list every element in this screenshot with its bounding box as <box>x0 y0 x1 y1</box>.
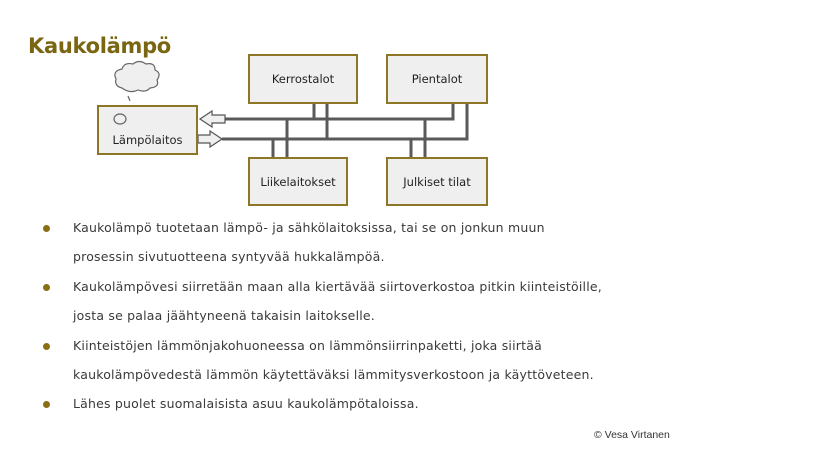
slide-title: Kaukolämpö <box>28 34 171 58</box>
consumer-box-kerrostalot: Kerrostalot <box>248 54 358 104</box>
bullet-text: Lähes puolet suomalaisista asuu kaukoläm… <box>73 396 419 411</box>
arrow-right-icon <box>197 129 224 149</box>
supply-pipe <box>222 103 469 141</box>
bullet-icon <box>43 401 50 408</box>
consumer-label: Kerrostalot <box>271 72 335 86</box>
bullet-text: Kaukolämpövesi siirretään maan alla kier… <box>73 279 602 294</box>
consumer-label: Liikelaitokset <box>260 174 336 189</box>
consumer-label: Julkiset tilat <box>403 174 471 189</box>
consumer-box-liikelaitokset: Liikelaitokset <box>248 157 348 206</box>
bullet-text: Kiinteistöjen lämmönjakohuoneessa on läm… <box>73 338 542 353</box>
consumer-box-pientalot: Pientalot <box>386 54 488 104</box>
plant-label: Lämpölaitos <box>112 133 183 147</box>
bullet-icon <box>43 343 50 350</box>
bullet-icon <box>43 284 50 291</box>
arrow-left-icon <box>198 109 226 129</box>
bullet-text: josta se palaa jäähtyneenä takaisin lait… <box>73 308 375 323</box>
cloud-icon <box>114 60 160 93</box>
chimney-icon <box>113 113 127 125</box>
pipes <box>222 103 469 157</box>
bullet-text: prosessin sivutuotteena syntyvää hukkalä… <box>73 249 385 264</box>
return-pipe <box>225 103 455 121</box>
consumer-box-julkiset-tilat: Julkiset tilat <box>386 157 488 206</box>
bullet-text: kaukolämpövedestä lämmön käytettäväksi l… <box>73 367 594 382</box>
bullet-text: Kaukolämpö tuotetaan lämpö- ja sähkölait… <box>73 220 545 235</box>
consumer-label: Pientalot <box>411 72 463 86</box>
copyright: © Vesa Virtanen <box>594 429 670 441</box>
bullet-icon <box>43 225 50 232</box>
chimney-line <box>127 95 131 102</box>
plant-box: Lämpölaitos <box>97 105 198 155</box>
